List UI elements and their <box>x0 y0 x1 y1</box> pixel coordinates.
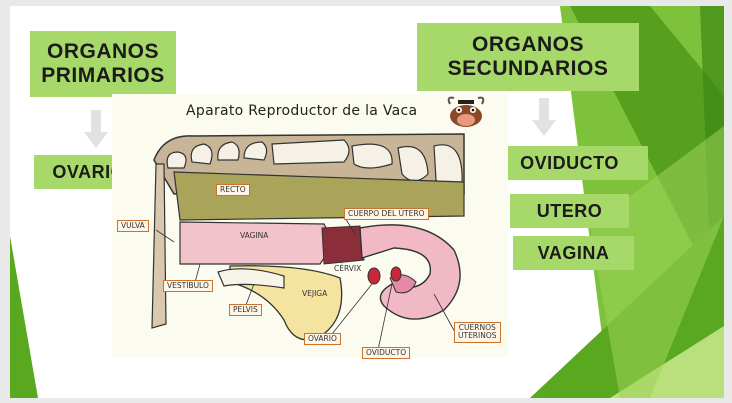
diagram-title: Aparato Reproductor de la Vaca <box>186 103 418 119</box>
label-vejiga: VEJIGA <box>302 289 328 298</box>
down-arrow-icon <box>84 110 108 148</box>
reproductive-tract-diagram <box>151 133 465 351</box>
label-vulva: VULVA <box>117 220 149 233</box>
primary-organs-heading: ORGANOS PRIMARIOS <box>30 31 176 97</box>
secondary-item-oviducto: OVIDUCTO <box>491 146 648 180</box>
down-arrow-icon <box>532 98 556 136</box>
label-cervix: CÉRVIX <box>334 264 362 273</box>
label-recto: RECTO <box>216 184 250 197</box>
secondary-organs-heading: ORGANOS SECUNDARIOS <box>417 23 639 91</box>
cow-icon <box>447 96 485 127</box>
slide: ORGANOS PRIMARIOS OVARIOS ORGANOS SECUND… <box>10 6 724 398</box>
label-pelvis: PELVIS <box>229 304 262 317</box>
label-cuernos-uterinos: CUERNOS UTERINOS <box>454 322 501 343</box>
label-ovario: OVARIO <box>304 333 341 346</box>
label-oviducto: OVIDUCTO <box>362 347 411 360</box>
secondary-item-vagina: VAGINA <box>513 236 634 270</box>
label-vestibulo: VESTÍBULO <box>163 280 213 293</box>
label-vagina: VAGINA <box>240 231 269 240</box>
label-cuerpo-utero: CUERPO DEL ÚTERO <box>344 208 429 221</box>
secondary-item-utero: UTERO <box>510 194 629 228</box>
